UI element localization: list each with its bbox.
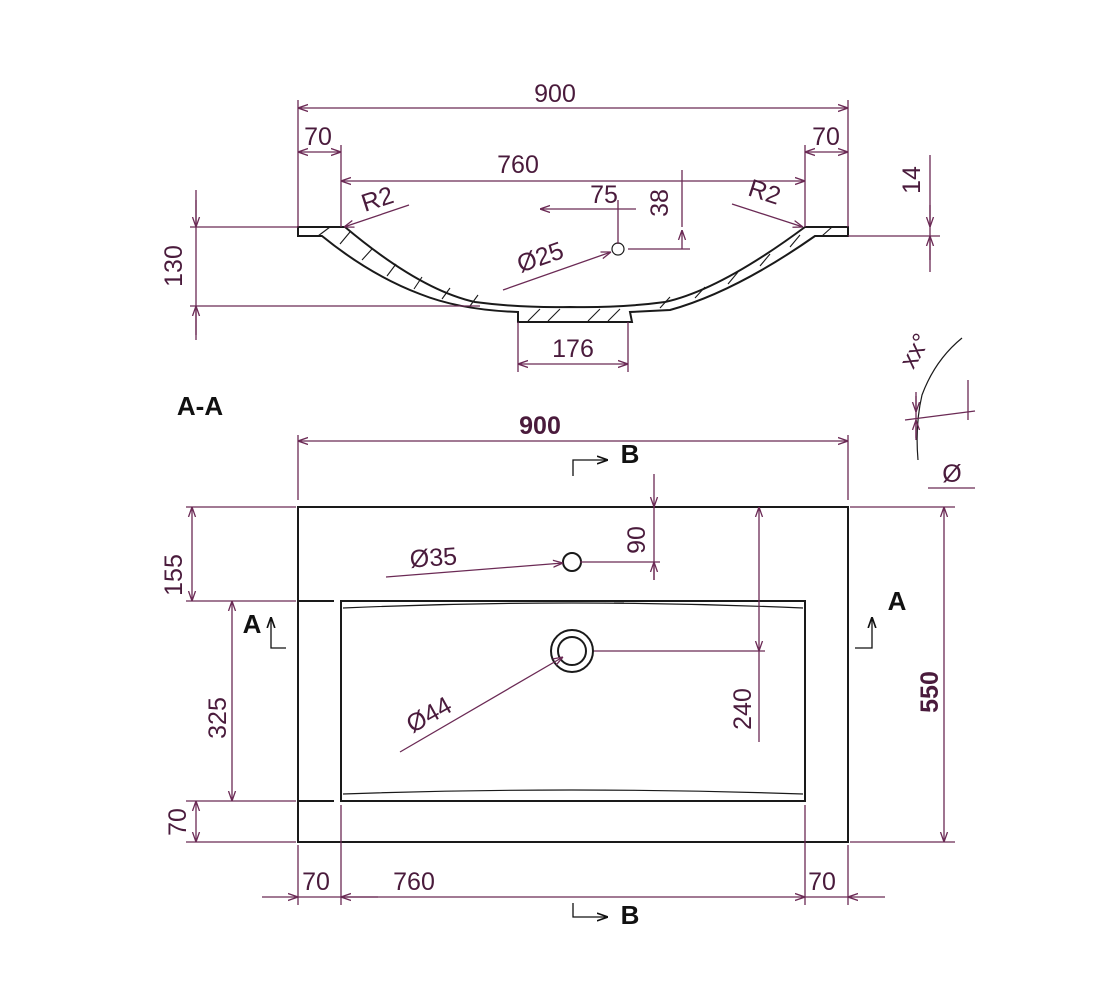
section-view: 900 70 70 760 R2 R2 75 38 14 130 Ø25 — [160, 80, 940, 372]
section-tap-depth: 38 — [646, 189, 674, 217]
section-marker-a-left: A — [243, 609, 286, 649]
svg-text:B: B — [621, 900, 640, 930]
section-radius-right: R2 — [745, 174, 784, 211]
plan-bottom-left: 70 — [302, 868, 330, 896]
section-drain-width: 176 — [552, 335, 594, 363]
section-outline — [297, 226, 849, 323]
plan-outline — [297, 506, 849, 843]
plan-tap-hole-diameter: Ø35 — [409, 542, 458, 573]
section-tap-hole — [611, 242, 625, 256]
section-marker-b-bottom: B — [572, 900, 640, 930]
detail-diameter: Ø — [942, 460, 961, 488]
section-marker-b-top: B — [572, 439, 640, 476]
plan-front-to-bowl: 155 — [160, 554, 188, 596]
section-tap-offset: 75 — [590, 181, 618, 209]
section-total-height: 130 — [160, 245, 188, 287]
svg-text:B: B — [621, 439, 640, 469]
plan-tap-hole-offset: 90 — [623, 526, 651, 554]
plan-bowl — [340, 600, 806, 802]
section-hatching — [317, 226, 833, 322]
plan-extension-lines — [186, 435, 955, 905]
section-tap-hole-diameter: Ø25 — [513, 237, 567, 279]
plan-view: 900 550 155 325 70 90 240 Ø35 Ø44 70 — [160, 412, 955, 905]
plan-drain-diameter: Ø44 — [402, 691, 457, 738]
plan-tap-hole — [562, 552, 582, 572]
section-rim-left: 70 — [304, 123, 332, 151]
plan-drain — [550, 629, 594, 673]
section-overall-width: 900 — [534, 80, 576, 108]
plan-back-rim: 70 — [164, 808, 192, 836]
section-rim-thickness: 14 — [898, 166, 926, 194]
plan-overall-width: 900 — [519, 412, 561, 440]
plan-bottom-bowl: 760 — [393, 868, 435, 896]
section-radius-left: R2 — [358, 181, 397, 218]
svg-text:A: A — [243, 609, 262, 639]
section-marker-a-right: A — [855, 586, 907, 649]
detail-view: xx° Ø — [894, 329, 976, 489]
section-label: A-A — [177, 391, 223, 421]
plan-overall-depth: 550 — [916, 671, 944, 713]
section-bowl-width: 760 — [497, 151, 539, 179]
svg-text:A: A — [888, 586, 907, 616]
section-rim-right: 70 — [812, 123, 840, 151]
detail-angle: xx° — [894, 329, 936, 373]
plan-bottom-right: 70 — [808, 868, 836, 896]
plan-drain-offset: 240 — [729, 688, 757, 730]
plan-bowl-depth: 325 — [204, 697, 232, 739]
